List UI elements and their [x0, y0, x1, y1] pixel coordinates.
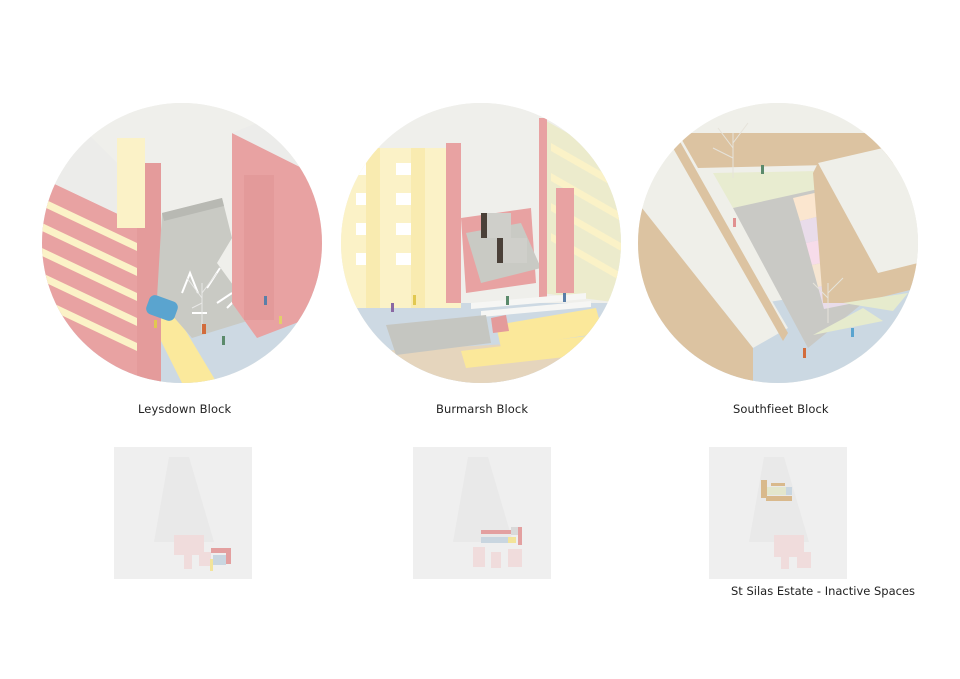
- burmarsh-caption: Burmarsh Block: [436, 402, 529, 416]
- leysdown-caption: Leysdown Block: [138, 402, 232, 416]
- leysdown-site-plan: [114, 447, 252, 579]
- leysdown-location-map: [114, 447, 252, 579]
- southfieet-caption: Southfieet Block: [733, 402, 829, 416]
- leysdown-axonometric-drawing: [42, 103, 322, 383]
- leysdown-axonometric-vignette: [42, 103, 322, 383]
- southfieet-site-plan: [709, 447, 847, 579]
- southfieet-axonometric-vignette: [638, 103, 918, 383]
- burmarsh-axonometric-vignette: [341, 103, 621, 383]
- southfieet-axonometric-drawing: [638, 103, 918, 383]
- burmarsh-site-plan: [413, 447, 551, 579]
- southfieet-location-map: [709, 447, 847, 579]
- figure-legend-caption: St Silas Estate - Inactive Spaces: [731, 584, 916, 598]
- burmarsh-location-map: [413, 447, 551, 579]
- burmarsh-axonometric-drawing: [341, 103, 621, 383]
